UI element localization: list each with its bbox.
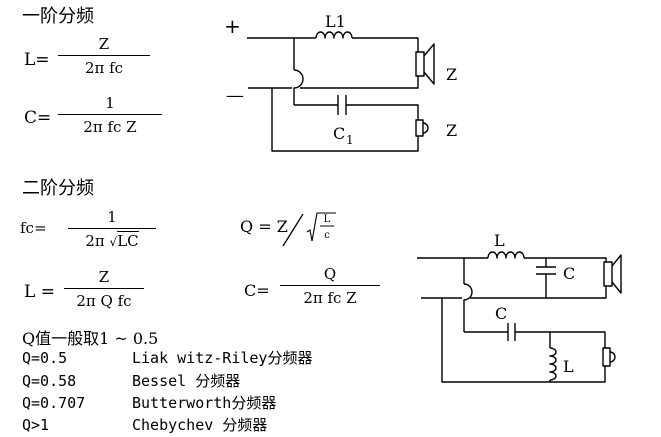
capacitor-c1-icon	[337, 95, 347, 115]
inductor-l-shunt-icon	[549, 347, 557, 381]
capacitor-c-shunt-label: C	[563, 264, 575, 283]
fraction-bar	[58, 114, 162, 115]
woofer-speaker-icon	[415, 51, 425, 77]
q-table-intro: Q值一般取1 ~ 0.5	[22, 329, 159, 348]
second-order-heading: 二阶分频	[22, 178, 94, 199]
formula-c-denominator: 2π fc Z	[83, 118, 137, 136]
wire-crossover-hop	[293, 69, 304, 105]
q-row-1-value: Q=0.5	[22, 349, 68, 367]
inductor-l-icon	[487, 251, 525, 259]
wire	[515, 331, 606, 348]
wire	[352, 37, 419, 52]
formula-c2-numerator: Q	[323, 265, 337, 283]
wire	[470, 286, 607, 299]
wire	[346, 104, 419, 120]
formula-fc-denominator: 2π √LC	[68, 231, 156, 250]
terminal-minus: —	[226, 85, 244, 106]
first-order-heading: 一阶分频	[22, 6, 94, 27]
division-slash	[282, 213, 304, 247]
formula-l-label: L=	[24, 50, 50, 70]
inductor-l1-icon	[315, 31, 353, 39]
formula-c-fraction: 1 2π fc Z	[58, 96, 162, 135]
fraction-bar	[280, 285, 380, 286]
formula-c2-denominator: 2π fc Z	[303, 289, 357, 307]
second-order-circuit	[417, 251, 622, 383]
q-row-2-value: Q=0.58	[22, 372, 77, 390]
formula-fc-numerator: 1	[107, 208, 117, 226]
formula-c-label: C=	[24, 108, 52, 128]
wire	[271, 88, 419, 152]
formula-l2-label: L =	[24, 282, 55, 302]
formula-fc-fraction: 1 2π √LC	[68, 208, 156, 250]
fraction-bar	[68, 228, 156, 229]
formula-fc-root: LC	[117, 231, 139, 250]
tweeter-speaker-icon	[415, 119, 424, 137]
fraction-bar	[64, 288, 144, 289]
formula-l-denominator: 2π fc	[84, 59, 124, 77]
formula-l-fraction: Z 2π fc	[58, 37, 150, 76]
q-row-3-name: Butterworth分频器	[132, 394, 277, 412]
wire-crossover-hop	[463, 283, 473, 332]
capacitor-c-series-icon	[507, 323, 516, 341]
woofer-speaker-cone	[611, 254, 622, 294]
tweeter-dome	[609, 351, 616, 363]
formula-fc-den-text: 2π	[85, 232, 105, 250]
sqrt-icon	[306, 212, 336, 242]
sqrt-icon: √	[109, 235, 118, 249]
q-row-3-value: Q=0.707	[22, 394, 86, 412]
formula-l2-denominator: 2π Q fc	[76, 292, 132, 310]
inductor-l1-label: L1	[325, 12, 346, 31]
capacitor-c-series-label: C	[495, 304, 507, 323]
tweeter-speaker-icon	[602, 347, 611, 367]
wire	[441, 298, 606, 383]
wire	[524, 257, 607, 262]
tweeter-dome	[422, 122, 429, 134]
inductor-l-label: L	[494, 231, 505, 250]
formula-fc-label: fc=	[20, 219, 47, 237]
capacitor-c-shunt-icon	[536, 258, 556, 298]
formula-l2-fraction: Z 2π Q fc	[64, 270, 144, 309]
q-row-4-name: Chebychev 分频器	[132, 416, 268, 434]
woofer-speaker-icon	[603, 261, 613, 287]
woofer-speaker-cone	[423, 43, 435, 85]
formula-c2-fraction: Q 2π fc Z	[280, 267, 380, 306]
inductor-l-shunt-label: L	[563, 357, 574, 376]
formula-l-numerator: Z	[98, 35, 110, 53]
formula-l2-numerator: Z	[98, 268, 110, 286]
formula-c-numerator: 1	[105, 94, 115, 112]
q-row-4-value: Q>1	[22, 416, 50, 434]
capacitor-c1-subscript: 1	[346, 133, 354, 147]
formula-q-label: Q = Z	[240, 217, 288, 236]
formula-q-root-num: L	[324, 214, 331, 225]
wire	[300, 76, 419, 89]
tweeter-impedance-label: Z	[446, 121, 457, 140]
terminal-plus: +	[224, 14, 241, 38]
woofer-impedance-label: Z	[446, 65, 457, 84]
capacitor-c1-label: C	[333, 124, 345, 143]
q-row-2-name: Bessel 分频器	[132, 372, 241, 390]
q-row-1-name: Liak witz-Riley分频器	[132, 349, 313, 367]
formula-q-root-den: c	[324, 230, 330, 241]
first-order-circuit	[247, 31, 435, 152]
formula-c2-label: C=	[244, 281, 270, 300]
fraction-bar	[58, 55, 150, 56]
